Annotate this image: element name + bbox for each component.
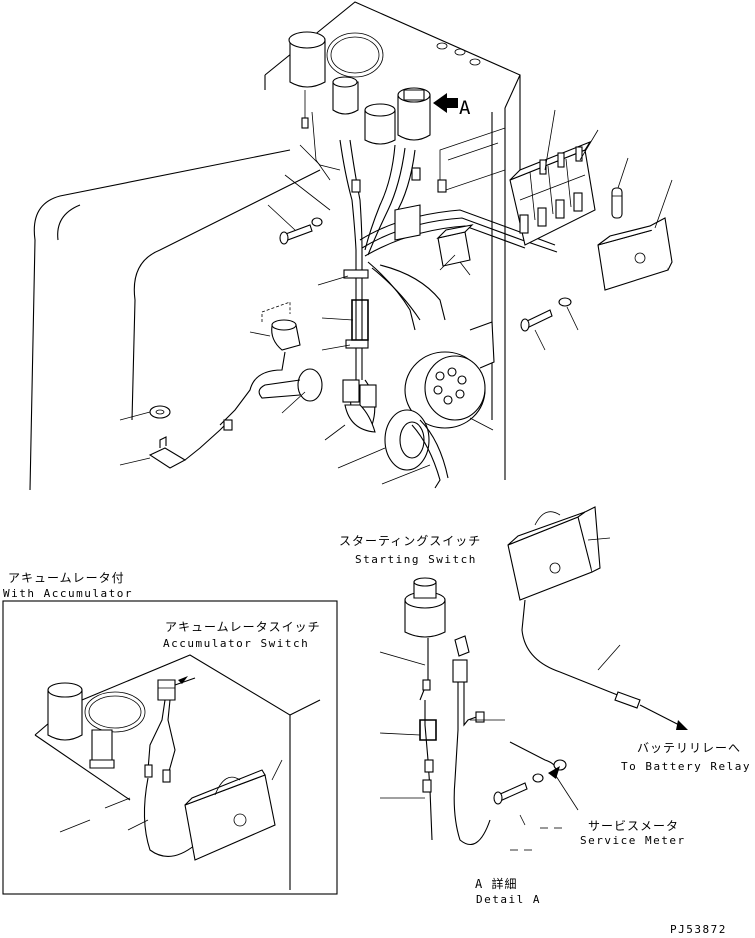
accumulator-switch-en-label: Accumulator Switch <box>163 637 309 650</box>
drawing-number: PJ53872 <box>670 923 727 936</box>
fuse-box <box>509 140 596 246</box>
detail-harness <box>419 635 491 845</box>
bolt-right <box>520 297 572 332</box>
service-meter-en-label: Service Meter <box>580 834 686 847</box>
battery-relay-jp-label: バッテリリレーへ <box>637 741 741 755</box>
spare-fuse <box>611 187 623 219</box>
washer-left <box>149 405 171 419</box>
starting-switch-assembly <box>332 76 431 145</box>
horn <box>404 321 495 429</box>
connector-cluster <box>342 379 377 433</box>
inset-accumulator-switch <box>143 676 196 857</box>
detail-a-jp-label: A 詳細 <box>475 876 517 891</box>
detail-leader-lines <box>379 537 621 851</box>
detail-service-meter <box>507 506 688 730</box>
with-accumulator-frame <box>2 600 338 895</box>
detail-a-en-label: Detail A <box>476 893 541 906</box>
starting-switch-en-label: Starting Switch <box>355 553 477 566</box>
relay-box <box>394 204 474 267</box>
accumulator-canister <box>288 31 384 88</box>
inset-leader-lines <box>59 759 283 833</box>
service-meter-jp-label: サービスメータ <box>588 819 679 833</box>
detail-a-arrow <box>433 93 458 113</box>
sensor-left <box>148 419 233 469</box>
grommet <box>384 409 449 489</box>
inset-accumulator <box>47 682 146 769</box>
detail-starting-switch <box>404 577 446 701</box>
fuse-box-cover <box>597 217 673 291</box>
battery-relay-en-label: To Battery Relay <box>621 760 751 773</box>
inset-junction-box <box>184 769 276 861</box>
detail-bolt <box>493 741 579 811</box>
accumulator-switch-jp-label: アキュームレータスイッチ <box>165 620 321 634</box>
pressure-switch <box>219 301 301 426</box>
detail-a-arrow-label: A <box>459 97 471 119</box>
machine-body-outline <box>29 1 521 491</box>
starting-switch-jp-label: スターティングスイッチ <box>339 534 481 548</box>
bolt-upper-left <box>279 217 323 245</box>
with-accumulator-en-label: With Accumulator <box>3 587 133 600</box>
with-accumulator-jp-label: アキュームレータ付 <box>8 571 125 585</box>
harness-grommet-left <box>258 368 323 402</box>
leader-lines-main <box>119 109 673 485</box>
